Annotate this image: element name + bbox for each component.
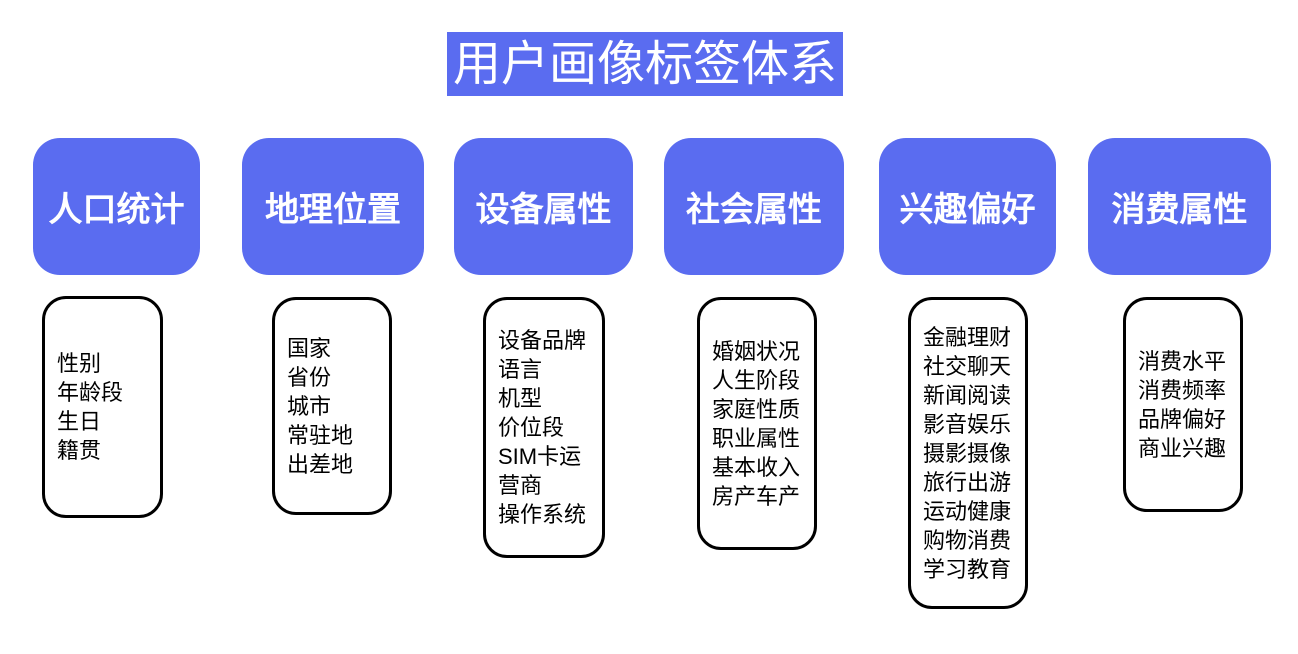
tag-line: 生日 <box>57 409 102 434</box>
tag-line: 购物消费 <box>923 527 1012 553</box>
tag-line: 家庭性质 <box>712 396 801 422</box>
tag-line: 消费频率 <box>1138 377 1227 403</box>
tag-line: SIM卡运 <box>498 444 582 469</box>
tag-line: 年龄段 <box>57 380 124 405</box>
tag-line: 性别 <box>57 351 102 376</box>
tag-line: 房产车产 <box>712 483 801 509</box>
tag-list-interest-preferences: 金融理财 社交聊天 新闻阅读 影音娱乐 摄影摄像 旅行出游 运动健康 购物消费 … <box>908 297 1028 609</box>
page-title: 用户画像标签体系 <box>447 32 843 96</box>
tag-line: 影音娱乐 <box>923 411 1012 437</box>
category-header-social-attributes: 社会属性 <box>664 138 844 275</box>
tag-line: 出差地 <box>287 451 354 477</box>
tag-line: 操作系统 <box>498 502 587 527</box>
tag-line: 社交聊天 <box>923 353 1012 379</box>
tag-line: 省份 <box>287 364 332 390</box>
tag-line: 新闻阅读 <box>923 382 1012 408</box>
tag-line: 职业属性 <box>712 425 801 451</box>
tag-line: 语言 <box>498 357 543 382</box>
tag-line: 旅行出游 <box>923 469 1012 495</box>
tag-line: 品牌偏好 <box>1138 406 1227 432</box>
category-header-device-attributes: 设备属性 <box>454 138 633 275</box>
category-header-interest-preferences: 兴趣偏好 <box>879 138 1056 275</box>
tag-line: 运动健康 <box>923 498 1012 524</box>
tag-list-geo-location: 国家 省份 城市 常驻地 出差地 <box>272 297 392 515</box>
tag-line: 商业兴趣 <box>1138 435 1227 461</box>
tag-line: 摄影摄像 <box>923 440 1012 466</box>
tag-list-demographics: 性别 年龄段 生日 籍贯 <box>42 296 163 518</box>
tag-line: 常驻地 <box>287 422 354 448</box>
tag-line: 设备品牌 <box>498 328 587 353</box>
tag-line: 学习教育 <box>923 556 1012 582</box>
tag-list-consumption-attributes: 消费水平 消费频率 品牌偏好 商业兴趣 <box>1123 297 1243 512</box>
tag-line: 价位段 <box>498 415 565 440</box>
category-header-geo-location: 地理位置 <box>242 138 424 275</box>
tag-list-social-attributes: 婚姻状况 人生阶段 家庭性质 职业属性 基本收入 房产车产 <box>697 297 817 550</box>
tag-line: 营商 <box>498 473 543 498</box>
tag-line: 基本收入 <box>712 454 801 480</box>
tag-line: 婚姻状况 <box>712 338 801 364</box>
tag-line: 机型 <box>498 386 543 411</box>
tag-line: 籍贯 <box>57 438 102 463</box>
tag-line: 国家 <box>287 335 332 361</box>
tag-line: 人生阶段 <box>712 367 801 393</box>
tag-line: 城市 <box>287 393 332 419</box>
tag-list-device-attributes: 设备品牌 语言 机型 价位段 SIM卡运 营商 操作系统 <box>483 297 605 558</box>
category-header-consumption-attributes: 消费属性 <box>1088 138 1271 275</box>
category-header-demographics: 人口统计 <box>33 138 200 275</box>
tag-line: 消费水平 <box>1138 348 1227 374</box>
tag-line: 金融理财 <box>923 324 1012 350</box>
